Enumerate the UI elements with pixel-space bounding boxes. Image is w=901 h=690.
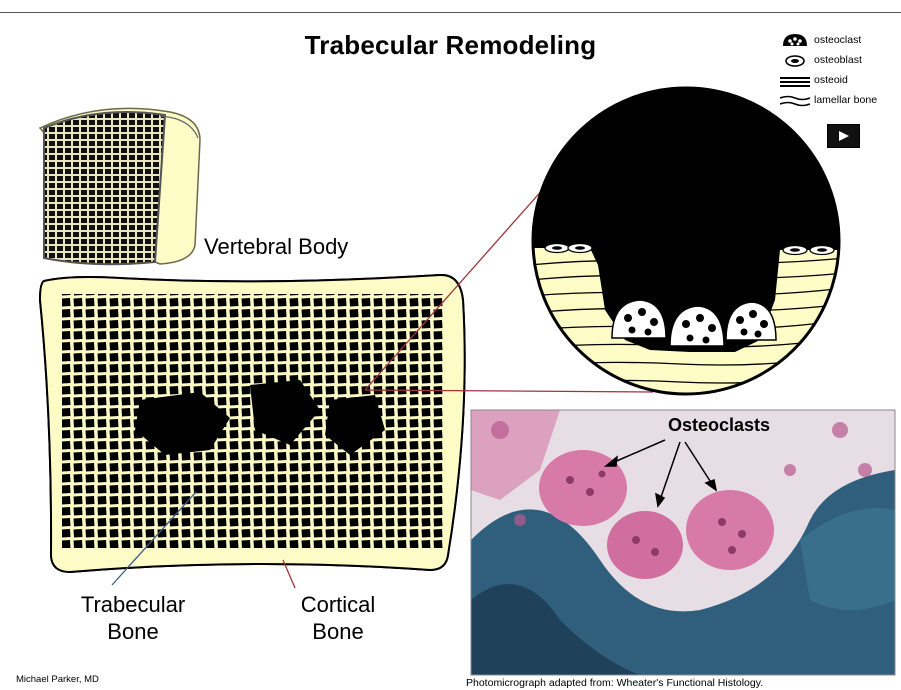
vertebral-body-label: Vertebral Body: [204, 233, 348, 260]
vertebral-body-3d: [40, 108, 200, 264]
author-credit: Michael Parker, MD: [16, 674, 99, 685]
cortical-line2: Bone: [283, 618, 393, 645]
osteoclasts-label: Osteoclasts: [668, 414, 770, 436]
cortical-bone-label: Cortical Bone: [283, 591, 393, 645]
trabecular-line1: Trabecular: [78, 591, 188, 618]
photo-credit: Photomicrograph adapted from: Wheater's …: [466, 677, 763, 689]
trabecular-line2: Bone: [78, 618, 188, 645]
magnified-remodeling-view: [530, 85, 845, 400]
cortical-line1: Cortical: [283, 591, 393, 618]
photomicrograph: [471, 410, 895, 675]
vertebral-cross-section: [40, 275, 469, 578]
trabecular-bone-label: Trabecular Bone: [78, 591, 188, 645]
